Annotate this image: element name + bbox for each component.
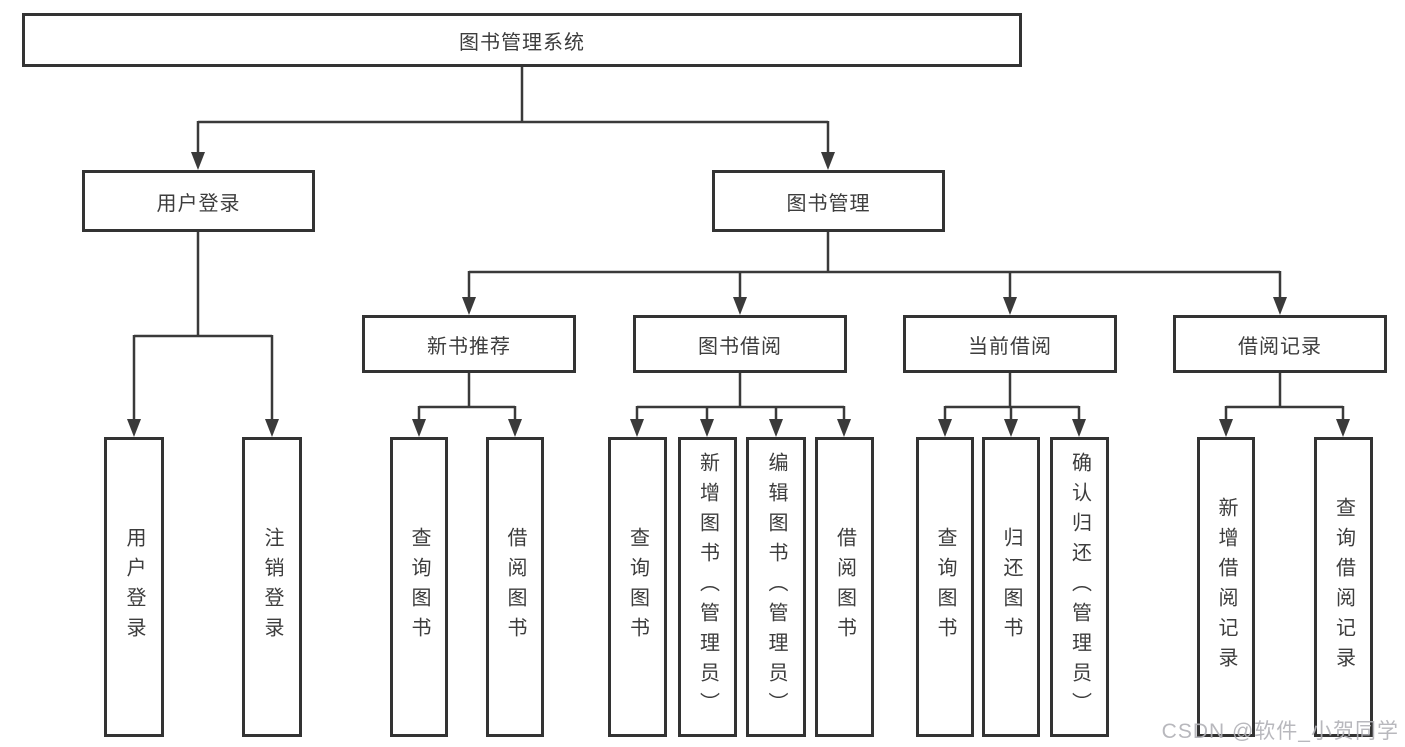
leaf-confirm-return-admin: 确认归还（管理员）: [1050, 437, 1109, 737]
node-label: 借阅记录: [1238, 335, 1322, 358]
leaf-label: 新增借阅记录: [1215, 497, 1237, 677]
leaf-add-books-admin: 新增图书（管理员）: [678, 437, 737, 737]
node-label: 图书借阅: [698, 335, 782, 358]
leaf-query-books-recommend: 查询图书: [390, 437, 448, 737]
leaf-label: 编辑图书（管理员）: [765, 452, 787, 722]
node-label: 图书管理: [786, 192, 871, 215]
leaf-label: 归还图书: [1000, 527, 1022, 647]
node-book-borrowing: 图书借阅: [633, 315, 847, 373]
leaf-query-books-borrow: 查询图书: [608, 437, 667, 737]
node-current-borrowing: 当前借阅: [903, 315, 1117, 373]
leaf-borrow-books: 借阅图书: [815, 437, 874, 737]
leaf-borrow-books-recommend: 借阅图书: [486, 437, 544, 737]
leaf-user-login: 用户登录: [104, 437, 164, 737]
leaf-label: 查询图书: [626, 527, 649, 647]
leaf-label: 新增图书（管理员）: [696, 452, 719, 722]
node-label: 新书推荐: [427, 335, 511, 358]
leaf-label: 注销登录: [261, 527, 283, 647]
leaf-edit-books-admin: 编辑图书（管理员）: [746, 437, 806, 737]
leaf-label: 查询图书: [934, 527, 956, 647]
leaf-label: 用户登录: [123, 527, 145, 647]
leaf-query-books-current: 查询图书: [916, 437, 974, 737]
leaf-label: 借阅图书: [504, 527, 526, 647]
node-user-login: 用户登录: [82, 170, 315, 232]
node-book-management: 图书管理: [712, 170, 945, 232]
node-library-management-system: 图书管理系统: [22, 13, 1022, 67]
leaf-query-borrow-record: 查询借阅记录: [1314, 437, 1373, 737]
leaf-label: 借阅图书: [833, 527, 856, 647]
leaf-return-books: 归还图书: [982, 437, 1040, 737]
leaf-label: 确认归还（管理员）: [1068, 452, 1091, 722]
node-label: 图书管理系统: [459, 31, 585, 54]
csdn-watermark: CSDN @软件_小贺同学: [1161, 720, 1399, 743]
node-label: 用户登录: [156, 192, 241, 215]
node-new-book-recommendation: 新书推荐: [362, 315, 576, 373]
leaf-logout: 注销登录: [242, 437, 302, 737]
node-borrowing-records: 借阅记录: [1173, 315, 1387, 373]
leaf-label: 查询借阅记录: [1332, 497, 1355, 677]
leaf-label: 查询图书: [408, 527, 430, 647]
node-label: 当前借阅: [968, 335, 1052, 358]
leaf-add-borrow-record: 新增借阅记录: [1197, 437, 1255, 737]
